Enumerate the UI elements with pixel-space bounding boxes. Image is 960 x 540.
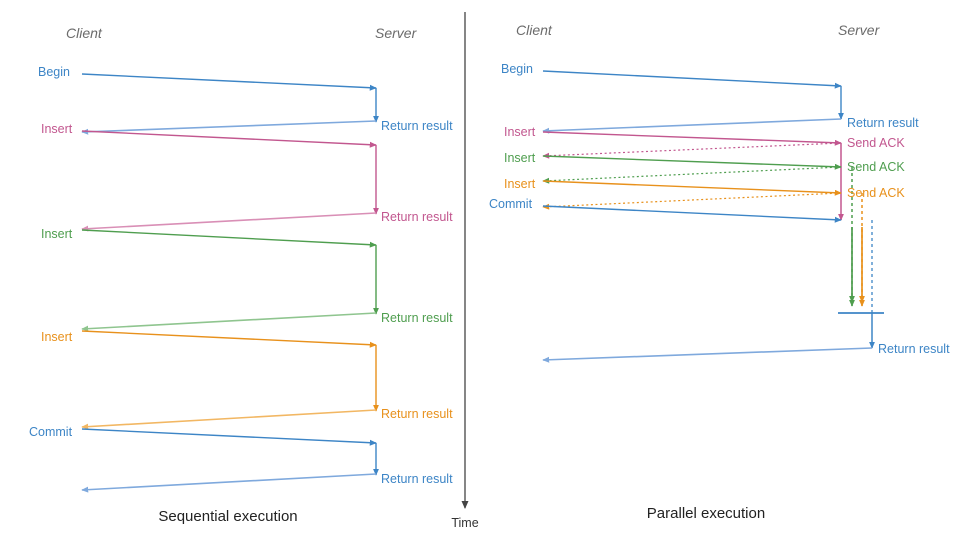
message-par-commit: Return result Commit bbox=[489, 197, 950, 363]
reply-label: Return result bbox=[381, 472, 453, 486]
reply-arrow bbox=[81, 212, 377, 232]
request-label: Insert bbox=[504, 125, 536, 139]
request-label: Insert bbox=[41, 227, 73, 241]
panel-caption-parallel: Parallel execution bbox=[647, 505, 765, 522]
reply-label: Return result bbox=[878, 342, 950, 356]
request-label: Insert bbox=[41, 330, 73, 344]
client-lane-title: Client bbox=[516, 22, 553, 38]
message-seq-insert-2: Return result Insert bbox=[41, 227, 453, 332]
ack-arrow bbox=[542, 142, 842, 159]
request-label: Insert bbox=[504, 177, 536, 191]
client-lane-title: Client bbox=[66, 25, 103, 41]
message-seq-commit: Return result Commit bbox=[29, 425, 453, 493]
reply-label: Return result bbox=[381, 119, 453, 133]
time-axis-label: Time bbox=[451, 516, 478, 530]
reply-arrow bbox=[81, 409, 377, 430]
ack-arrow bbox=[542, 166, 842, 184]
message-par-insert-1: Send ACK Insert bbox=[504, 125, 905, 221]
ack-label: Send ACK bbox=[847, 160, 905, 174]
request-arrow bbox=[81, 73, 377, 91]
request-arrow bbox=[81, 428, 377, 446]
server-lane-title: Server bbox=[375, 25, 418, 41]
panel-caption-sequential: Sequential execution bbox=[158, 508, 297, 525]
request-arrow bbox=[542, 70, 842, 89]
request-arrow bbox=[81, 330, 377, 348]
request-label: Insert bbox=[504, 151, 536, 165]
request-label: Insert bbox=[41, 122, 73, 136]
reply-arrow bbox=[81, 120, 377, 135]
request-arrow bbox=[542, 131, 842, 146]
request-arrow bbox=[542, 205, 842, 223]
server-lane-title: Server bbox=[838, 22, 881, 38]
message-par-insert-3: Send ACK Insert bbox=[504, 177, 905, 303]
parallel-worker-bars bbox=[849, 227, 865, 307]
reply-arrow bbox=[542, 118, 842, 134]
request-label: Begin bbox=[501, 62, 533, 76]
reply-arrow bbox=[81, 312, 377, 332]
request-arrow bbox=[81, 130, 377, 148]
message-seq-begin: Return result Begin bbox=[38, 65, 453, 135]
request-label: Commit bbox=[29, 425, 73, 439]
message-par-begin: Return result Begin bbox=[501, 62, 919, 134]
reply-label: Return result bbox=[381, 311, 453, 325]
request-label: Commit bbox=[489, 197, 533, 211]
reply-arrow bbox=[542, 347, 873, 363]
reply-label: Return result bbox=[381, 210, 453, 224]
request-label: Begin bbox=[38, 65, 70, 79]
ack-arrow bbox=[542, 192, 842, 210]
request-arrow bbox=[81, 229, 377, 248]
message-seq-insert-1: Return result Insert bbox=[41, 122, 453, 232]
ack-label: Send ACK bbox=[847, 136, 905, 150]
time-axis-group: Time bbox=[451, 12, 479, 530]
reply-label: Return result bbox=[381, 407, 453, 421]
request-arrow bbox=[542, 155, 842, 170]
request-arrow bbox=[542, 180, 842, 196]
message-par-insert-2: Send ACK Insert bbox=[504, 151, 905, 303]
ack-label: Send ACK bbox=[847, 186, 905, 200]
reply-label: Return result bbox=[847, 116, 919, 130]
reply-arrow bbox=[81, 473, 377, 493]
message-seq-insert-3: Return result Insert bbox=[41, 330, 453, 430]
